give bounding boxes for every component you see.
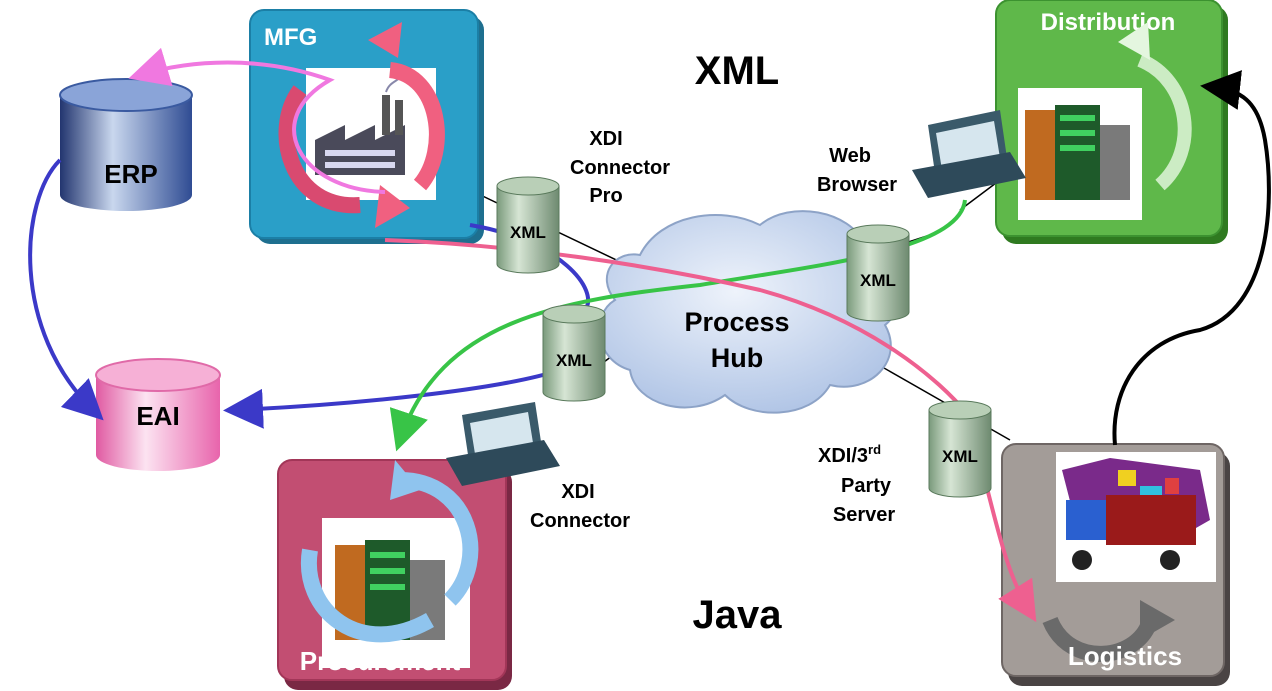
label-xdi-connector: XDI Connector xyxy=(530,481,630,532)
erp-label: ERP xyxy=(104,159,157,189)
hub-label-line1: Process xyxy=(684,307,789,337)
process-hub-cloud: Process Hub xyxy=(598,210,904,414)
xml-connectors: XML XML XML XML xyxy=(496,176,992,498)
warehouse-icon xyxy=(1025,105,1130,200)
web-browser-line2: Browser xyxy=(817,174,897,196)
magenta-link-mfg-to-erp xyxy=(128,47,386,194)
web-browser-line1: Web xyxy=(829,145,871,167)
xml-connector-procurement: XML xyxy=(542,304,606,402)
mfg-label: MFG xyxy=(264,24,317,51)
blue-link-erp-to-eai xyxy=(28,158,104,421)
black-link-logistics-to-distribution xyxy=(1112,70,1271,446)
xdi-connector-pro-line3: Pro xyxy=(589,185,622,207)
distribution-node: Distribution xyxy=(995,0,1228,244)
truck-icon xyxy=(1062,458,1210,570)
distribution-label: Distribution xyxy=(1041,9,1176,36)
xdi-connector-line1: XDI xyxy=(561,481,594,503)
xdi-party-server-line2: Party xyxy=(841,475,892,497)
xdi-party-server-line3: Server xyxy=(833,504,895,526)
eai-label: EAI xyxy=(136,401,179,431)
xml-connector-party-server-label: XML xyxy=(942,447,978,466)
xdi-party-server-prefix: XDI/3 xyxy=(818,445,868,467)
logistics-label: Logistics xyxy=(1068,641,1182,671)
mfg-cycle-arrow-2 xyxy=(278,85,361,214)
procurement-cycle-arrow-1 xyxy=(399,472,479,606)
xdi-connector-line2: Connector xyxy=(530,510,630,532)
green-link-browser-to-procurement xyxy=(389,199,967,452)
xdi-party-server-line1: XDI/3rd xyxy=(818,442,881,467)
label-web-browser: Web Browser xyxy=(817,145,897,196)
mfg-cycle-arrow-1 xyxy=(388,62,445,191)
xml-connector-party-server: XML xyxy=(928,400,992,498)
label-xdi-party-server: XDI/3rd Party Server xyxy=(818,442,895,526)
xml-connector-mfg: XML xyxy=(496,176,560,274)
xml-connector-browser-label: XML xyxy=(860,271,896,290)
erp-database: ERP xyxy=(59,78,193,211)
procurement-label: Procurement xyxy=(300,646,461,676)
factory-icon xyxy=(315,71,405,175)
mfg-node: MFG xyxy=(249,9,484,244)
xdi-party-server-superscript: rd xyxy=(868,442,881,457)
xdi-connector-pro-line2: Connector xyxy=(570,157,670,179)
xml-connector-browser: XML xyxy=(846,224,910,322)
eai-database: EAI xyxy=(95,358,221,471)
logistics-node: Logistics xyxy=(1001,443,1230,686)
distribution-cycle-arrow xyxy=(1137,53,1192,191)
xdi-connector-computer-icon xyxy=(446,402,560,486)
xml-connector-mfg-label: XML xyxy=(510,223,546,242)
heading-xml: XML xyxy=(695,49,779,93)
web-browser-computer-icon xyxy=(912,110,1026,198)
procurement-node: Procurement xyxy=(277,459,512,690)
label-xdi-connector-pro: XDI Connector Pro xyxy=(570,128,670,207)
xml-connector-procurement-label: XML xyxy=(556,351,592,370)
procurement-cycle-arrow-2 xyxy=(300,548,434,643)
hub-label-line2: Hub xyxy=(711,343,763,373)
heading-java: Java xyxy=(693,593,783,637)
xdi-connector-pro-line1: XDI xyxy=(589,128,622,150)
